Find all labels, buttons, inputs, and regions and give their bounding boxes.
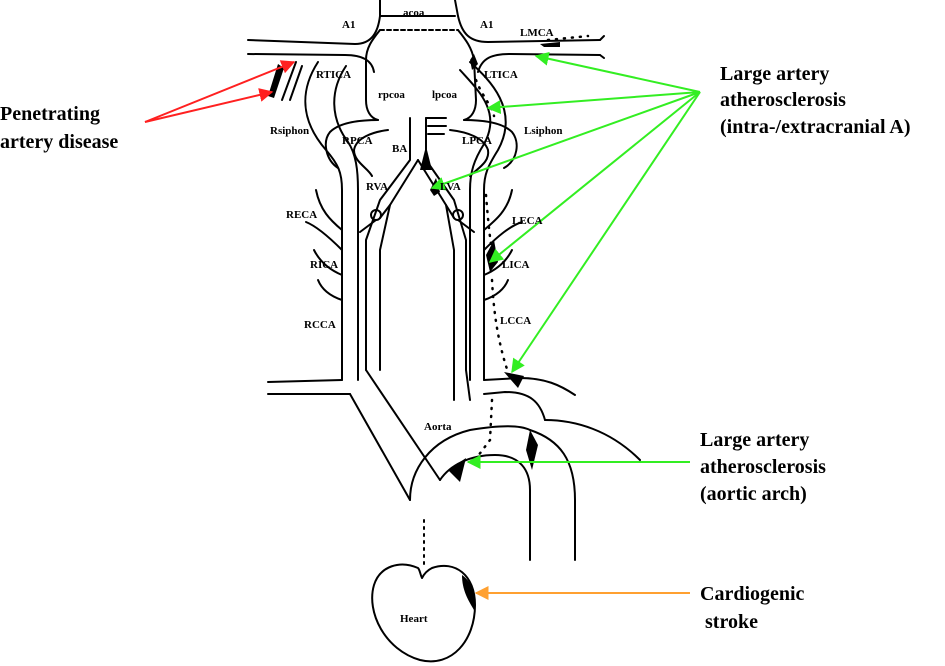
siphon-arrow <box>486 91 701 115</box>
arrows <box>144 51 701 600</box>
label-acoa: acoa <box>403 7 425 19</box>
label-rica: RICA <box>310 259 338 271</box>
penetrating-label-line2: artery disease <box>0 131 118 153</box>
label-rva: RVA <box>366 181 388 193</box>
arch-plaque-right <box>526 430 538 470</box>
label-a1-right: A1 <box>480 19 493 31</box>
label-a1-left: A1 <box>342 19 355 31</box>
dotted-paths <box>474 34 590 458</box>
large-artery-intra-line2: atherosclerosis <box>720 89 846 111</box>
label-leca: LECA <box>512 215 543 227</box>
label-lsiphon: Lsiphon <box>524 125 563 137</box>
ba-plaque <box>420 146 432 170</box>
label-ba: BA <box>392 143 407 155</box>
large-artery-arch-line3: (aortic arch) <box>700 483 807 505</box>
heart-plaque <box>462 575 476 610</box>
label-rtica: RTICA <box>316 69 351 81</box>
label-lpca: LPCA <box>462 135 492 147</box>
penetrating-arrow-1 <box>144 60 296 123</box>
large-artery-arch-line1: Large artery <box>700 429 809 451</box>
label-reca: RECA <box>286 209 317 221</box>
large-artery-arch-line2: atherosclerosis <box>700 456 826 478</box>
arch-plaque <box>448 458 466 482</box>
cardiogenic-label-line1: Cardiogenic <box>700 583 805 605</box>
lcca-arrow <box>511 91 701 374</box>
large-artery-intra-line3: (intra-/extracranial A) <box>720 116 911 138</box>
label-lmca: LMCA <box>520 27 554 39</box>
label-rcca: RCCA <box>304 319 336 331</box>
label-ltica: LTICA <box>484 69 518 81</box>
label-lica: LICA <box>502 259 530 271</box>
vessel-labels: acoa A1 A1 LMCA RTICA LTICA rpcoa lpcoa … <box>270 7 563 625</box>
label-rsiphon: Rsiphon <box>270 125 309 137</box>
lmca-plaque <box>540 42 560 47</box>
lcca-plaque <box>504 372 524 388</box>
label-rpca: RPCA <box>342 135 373 147</box>
penetrating-label-line1: Penetrating <box>0 103 100 125</box>
annotation-labels: Penetrating artery disease Large artery … <box>0 63 911 633</box>
label-lcca: LCCA <box>500 315 531 327</box>
label-rpcoa: rpcoa <box>378 89 405 101</box>
label-heart: Heart <box>400 613 428 625</box>
cardiogenic-label-line2: stroke <box>705 611 758 633</box>
large-artery-intra-line1: Large artery <box>720 63 829 85</box>
label-lva: LVA <box>440 181 461 193</box>
penetrating-arrow-2 <box>144 88 274 123</box>
lmca-arrow <box>534 51 701 93</box>
ltica-plaque <box>470 54 478 70</box>
lica-arrow <box>488 91 701 263</box>
label-aorta: Aorta <box>424 421 452 433</box>
label-lpcoa: lpcoa <box>432 89 458 101</box>
lva-arrow <box>430 91 701 191</box>
